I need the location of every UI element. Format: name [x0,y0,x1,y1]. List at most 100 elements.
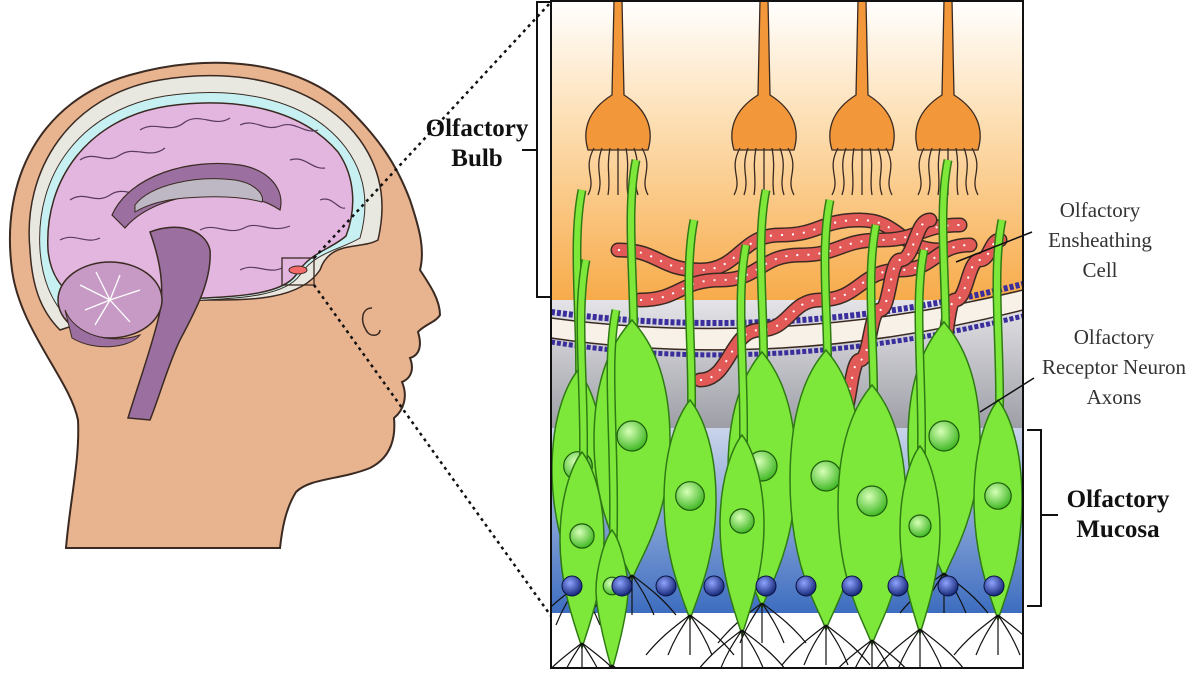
neuron-nucleus [616,420,648,452]
mitral-tuft [771,147,775,196]
mitral-dendrite [829,0,895,151]
neuron-nucleus [569,523,595,549]
mucosa-label-line1: Olfactory [1066,486,1170,513]
neuron-cilium [803,624,827,666]
neuron-nucleus [729,508,755,534]
zoom-panel [551,0,1023,669]
mitral-tuft [877,147,883,196]
basal-cell [561,575,583,597]
mitral-tuft [885,147,893,196]
neuron-cilium [761,602,785,644]
basal-cell [983,575,1005,597]
basal-cell [795,575,817,597]
mitral-cell [829,0,895,196]
mitral-tuft [927,147,933,196]
ensheathing-leader [955,231,1033,263]
mitral-tuft [597,147,603,196]
mitral-tuft [641,147,649,196]
cerebellum-branches [79,271,141,326]
gyri-lines [59,117,346,271]
mitral-tuft [753,147,757,196]
axons-label-line2: Receptor Neuron [1041,355,1187,379]
mitral-tuft [607,147,611,196]
zoom-line-bottom [312,284,553,617]
ensheathing-label-line1: Olfactory [1059,198,1141,222]
neuron-body [595,528,629,669]
receptor-neuron [953,219,1023,656]
basal-cell [703,575,725,597]
neuron-cilium [741,629,786,669]
olfactory-bulb-marker [281,257,315,286]
mucosa-label-line2: Mucosa [1076,516,1160,543]
neuron-cilium [836,639,873,669]
mitral-tuft [937,147,941,196]
neuron-cilium [854,639,873,669]
neuron-cilium [551,642,583,669]
receptor-neuron [698,244,786,669]
ensheathing-label-line2: Ensheathing [1048,228,1152,252]
neuron-cilium [897,628,921,669]
receptor-neuron [645,219,735,656]
neuron-nucleus [928,420,960,452]
ensheathing-nuclei [839,219,931,421]
neuron-cilium [875,628,921,669]
receptor-axons-label: Olfactory Receptor Neuron Axons [1030,322,1198,412]
neuron-cilium [645,614,691,656]
neuron-cilium [689,614,713,656]
neuron-cilium [997,614,1021,656]
ear [361,307,381,336]
mitral-tuft [851,147,855,196]
olfactory-bulb-label: Olfactory Bulb [412,114,542,174]
lateral-ventricle [134,178,264,213]
receptor-neurons [551,159,1023,669]
mitral-tuft [963,147,969,196]
olfactory-bulb-label-line2: Bulb [451,145,503,172]
ensheathing-nuclei [617,218,941,272]
neuron-cilium [825,624,871,666]
head-illustration [8,1,553,617]
mitral-tuft [841,147,847,196]
receptor-neuron [875,249,965,669]
mitral-tuft [625,147,629,196]
basal-cell [841,575,863,597]
panel-border [550,0,1024,669]
neuron-cilium [719,629,743,669]
basal-cell [887,575,909,597]
mitral-dendrite [731,0,797,151]
ensheathing-cell-label: Olfactory Ensheathing Cell [1040,195,1160,285]
neuron-body [719,433,765,638]
mucosa-bracket [1027,429,1042,607]
neuron-cilium [565,642,583,669]
neuron-cilium [825,624,849,666]
ensheathing-label-line3: Cell [1082,258,1118,282]
neuron-cilium [953,614,999,656]
neuron-cilium [761,602,807,644]
zoom-line-top [313,1,552,259]
mitral-cell [585,0,651,196]
neuron-cilium [919,628,965,669]
neuron-cilium [581,642,615,669]
basal-cells [561,575,1005,597]
mitral-dendrite [585,0,651,151]
basal-cell [655,575,677,597]
neuron-cilium [741,629,765,669]
axons-leader [979,377,1035,413]
mitral-tuft [779,147,785,196]
olfactory-mucosa-label: Olfactory Mucosa [1052,485,1184,545]
mitral-tuft [917,147,925,196]
mitral-tuft [831,147,839,196]
axons-label-line1: Olfactory [1073,325,1155,349]
mitral-tuft [869,147,873,196]
basal-cell [611,575,633,597]
neuron-cilium [975,614,999,656]
neuron-cilium [698,629,743,669]
neuron-cilium [717,602,763,644]
neuron-nucleus [908,514,932,538]
mitral-tuft [787,147,795,196]
basal-cell [937,575,959,597]
neuron-cilium [781,624,827,666]
neuron-nucleus [856,485,888,517]
ensheathing-nuclei [639,224,961,301]
mitral-tuft [955,147,959,196]
